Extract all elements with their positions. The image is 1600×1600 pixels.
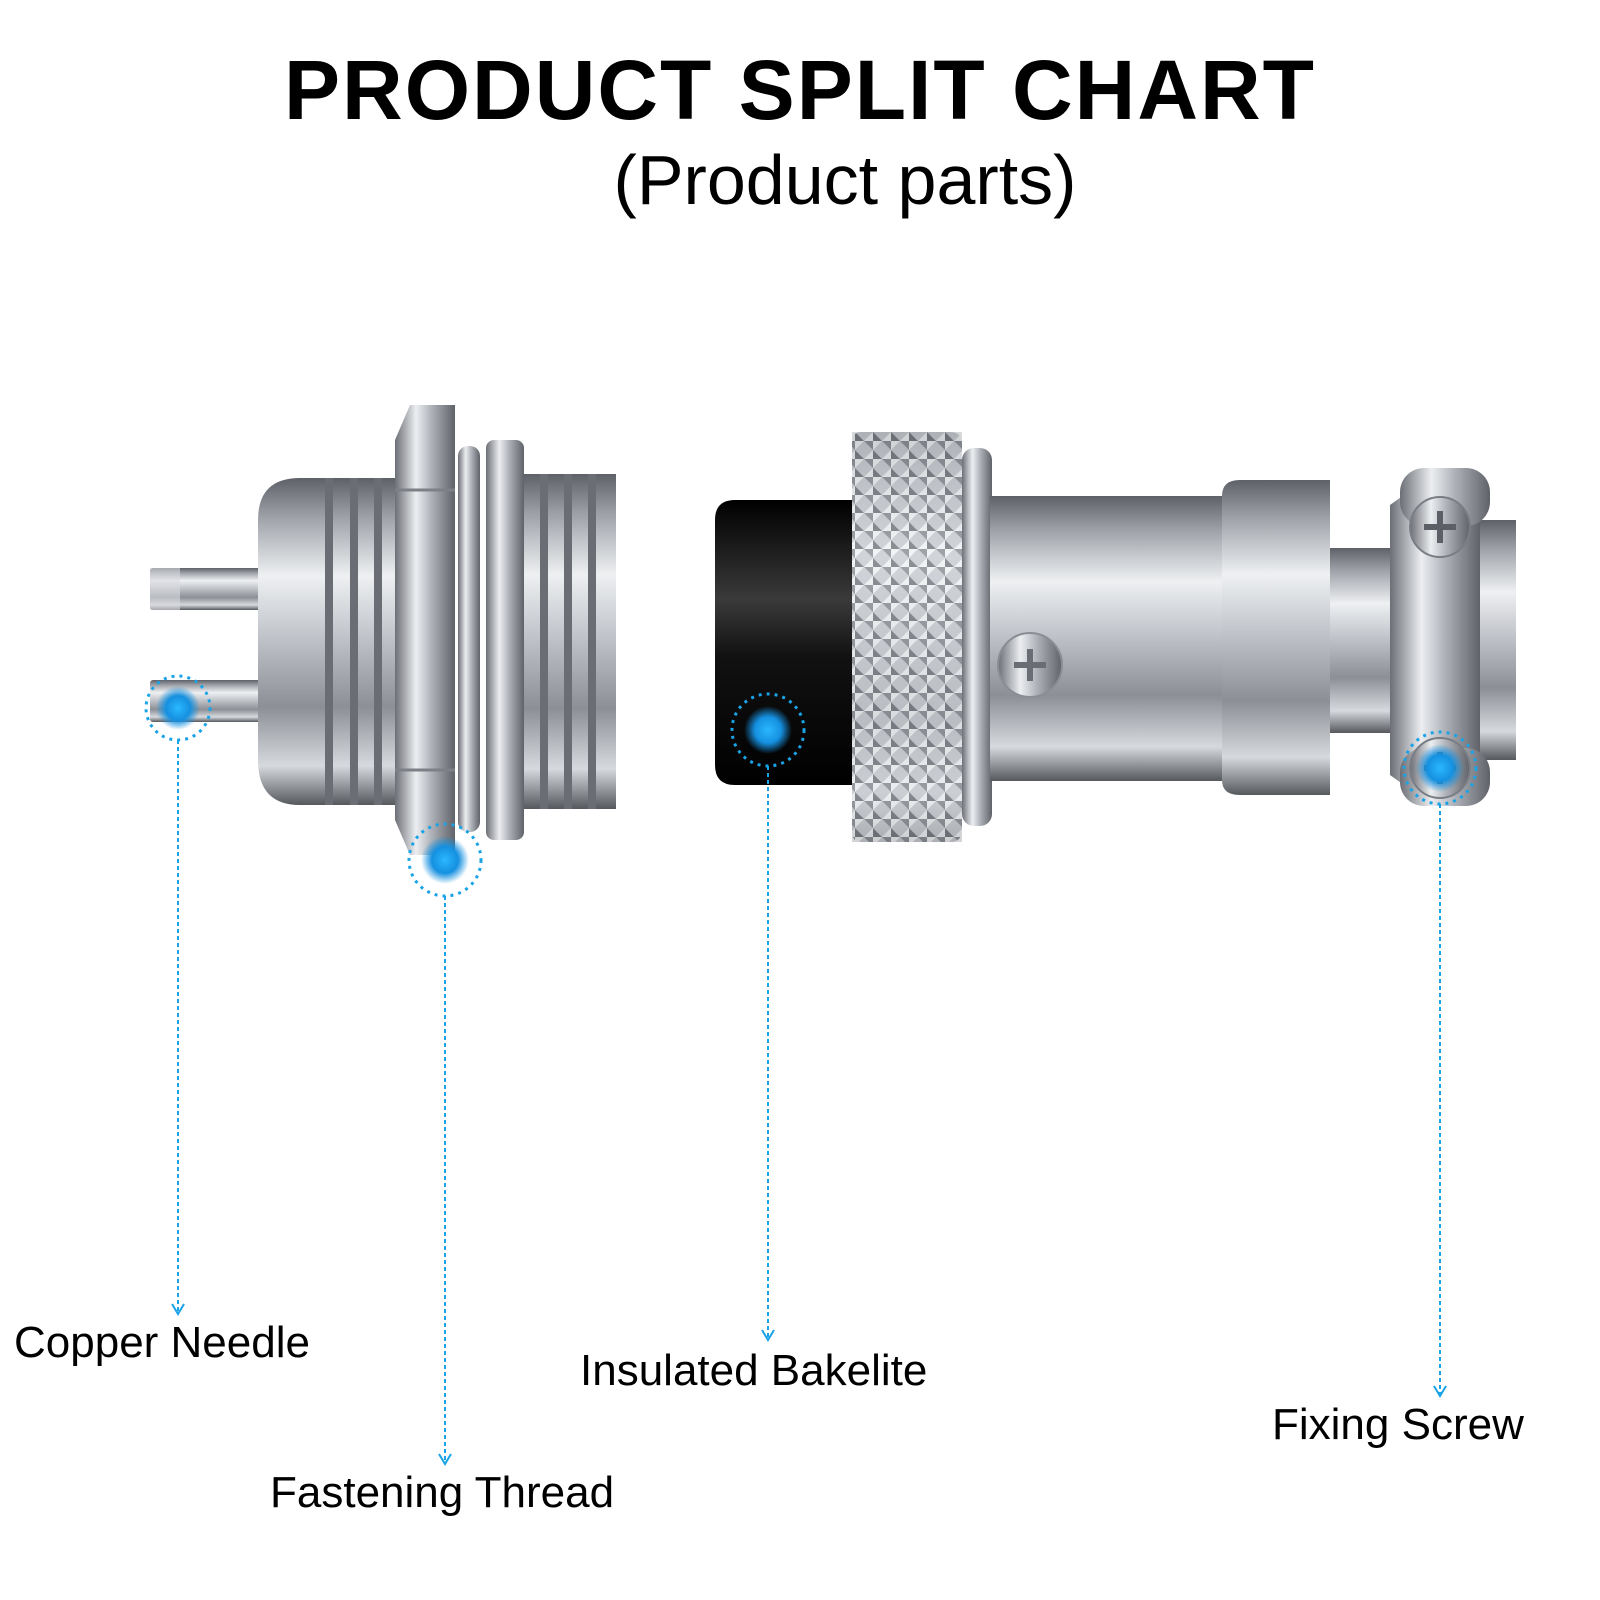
label-fastening-thread: Fastening Thread <box>270 1468 615 1517</box>
cable-plug <box>715 432 1516 842</box>
label-fixing-screw: Fixing Screw <box>1272 1400 1524 1449</box>
panel-socket <box>150 405 616 855</box>
clamp-hex <box>1390 480 1480 800</box>
hex-nut <box>395 405 455 855</box>
callout-insulated-bakelite <box>730 692 806 1342</box>
callout-copper-needle <box>144 674 212 1316</box>
callout-fixing-screw <box>1402 730 1478 1398</box>
label-insulated-bakelite: Insulated Bakelite <box>580 1346 928 1395</box>
callout-fastening-thread <box>407 822 483 1466</box>
label-copper-needle: Copper Needle <box>14 1318 310 1367</box>
page-title: PRODUCT SPLIT CHART <box>284 43 1316 137</box>
page-subtitle: (Product parts) <box>613 141 1077 219</box>
